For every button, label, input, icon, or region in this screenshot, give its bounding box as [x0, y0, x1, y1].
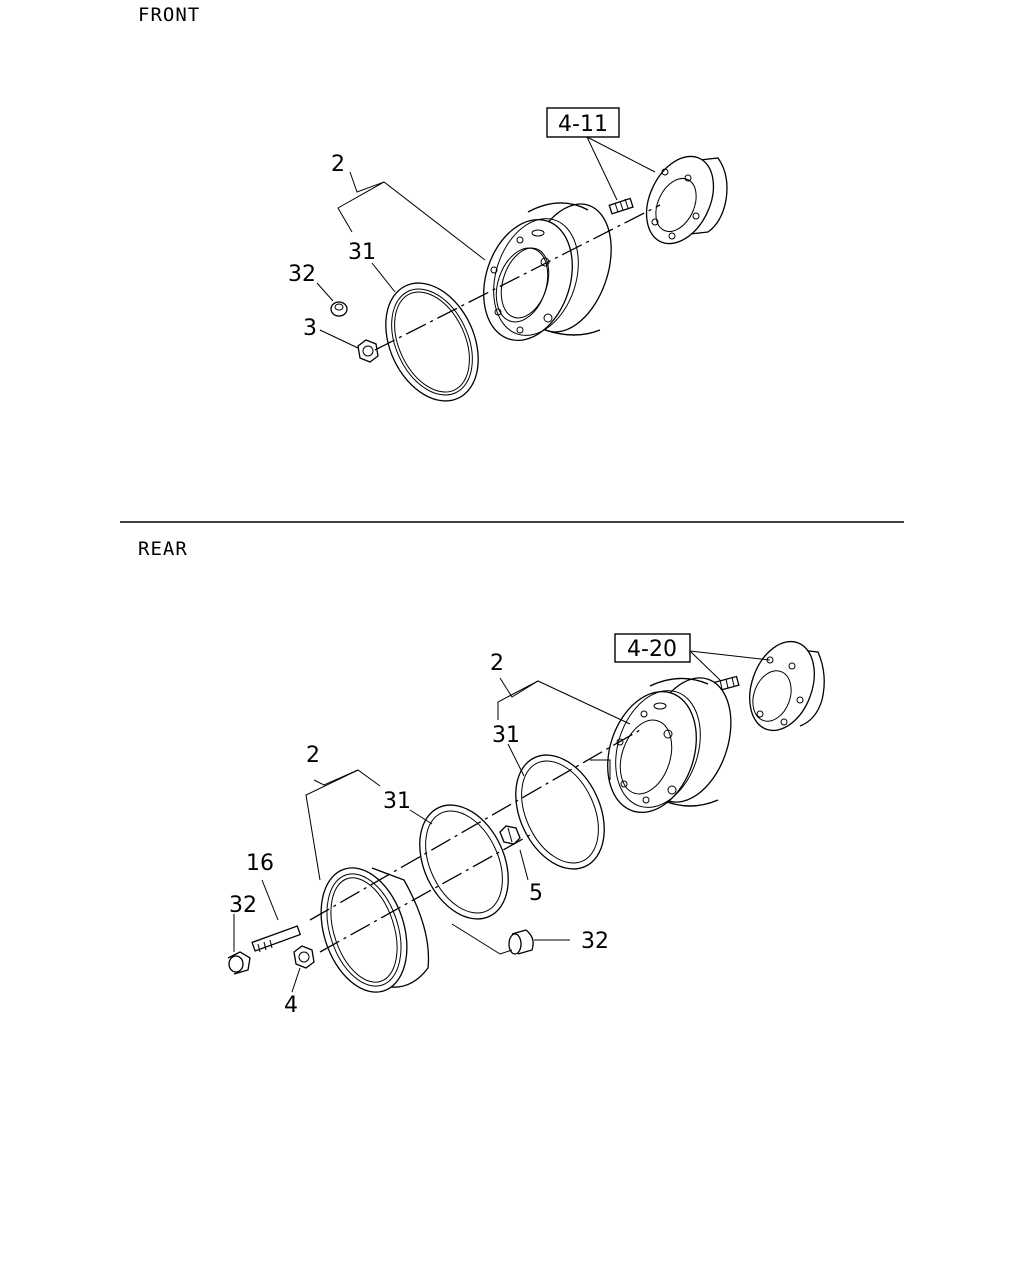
rear-assembly: 4-20 2 31 2 31 16 32 4 5 32 [227, 633, 825, 1018]
rear-callout-bolt: 16 [246, 851, 274, 876]
rear-hub [749, 640, 825, 732]
rear-callout-outer-wheel: 2 [306, 743, 320, 768]
rear-callout-inner-ring: 31 [492, 723, 520, 748]
rear-cap-right [508, 929, 534, 955]
front-cap [330, 301, 348, 317]
front-wheel-disc [483, 202, 612, 342]
front-heading: FRONT [138, 4, 201, 26]
rear-callout-nut: 4 [284, 993, 298, 1018]
rear-callout-cap-right: 32 [581, 929, 609, 954]
rear-inner-ring [515, 754, 605, 870]
rear-reference-box [614, 633, 691, 663]
front-center-axis [374, 204, 661, 351]
front-callout-wheel: 2 [331, 152, 345, 177]
rear-upper-axis [309, 729, 641, 921]
rear-callout-cap-left: 32 [229, 893, 257, 918]
front-reference-box [546, 107, 620, 138]
front-side-ring [385, 282, 479, 402]
front-nut [357, 339, 379, 363]
rear-cap-left [227, 951, 251, 975]
rear-outer-wheel [320, 867, 430, 993]
rear-heading: REAR [138, 538, 188, 560]
rear-inner-wheel-disc [607, 677, 732, 814]
front-wheel-stud [608, 197, 634, 215]
front-callout-ring: 31 [348, 240, 376, 265]
rear-inner-nut [499, 825, 521, 845]
front-reference-label: 4-11 [558, 112, 608, 137]
front-hub [645, 155, 728, 245]
front-callout-nut: 3 [303, 316, 317, 341]
rear-callout-inner-nut: 5 [529, 881, 543, 906]
rear-lower-axis [319, 834, 531, 953]
front-assembly: 4-11 2 31 32 3 [288, 107, 728, 402]
rear-callout-outer-ring: 31 [383, 789, 411, 814]
rear-bolt [251, 925, 302, 953]
rear-reference-label: 4-20 [627, 637, 677, 662]
front-callout-cap: 32 [288, 262, 316, 287]
rear-nut [293, 945, 315, 969]
rear-outer-ring [419, 804, 509, 920]
rear-callout-inner-wheel: 2 [490, 651, 504, 676]
